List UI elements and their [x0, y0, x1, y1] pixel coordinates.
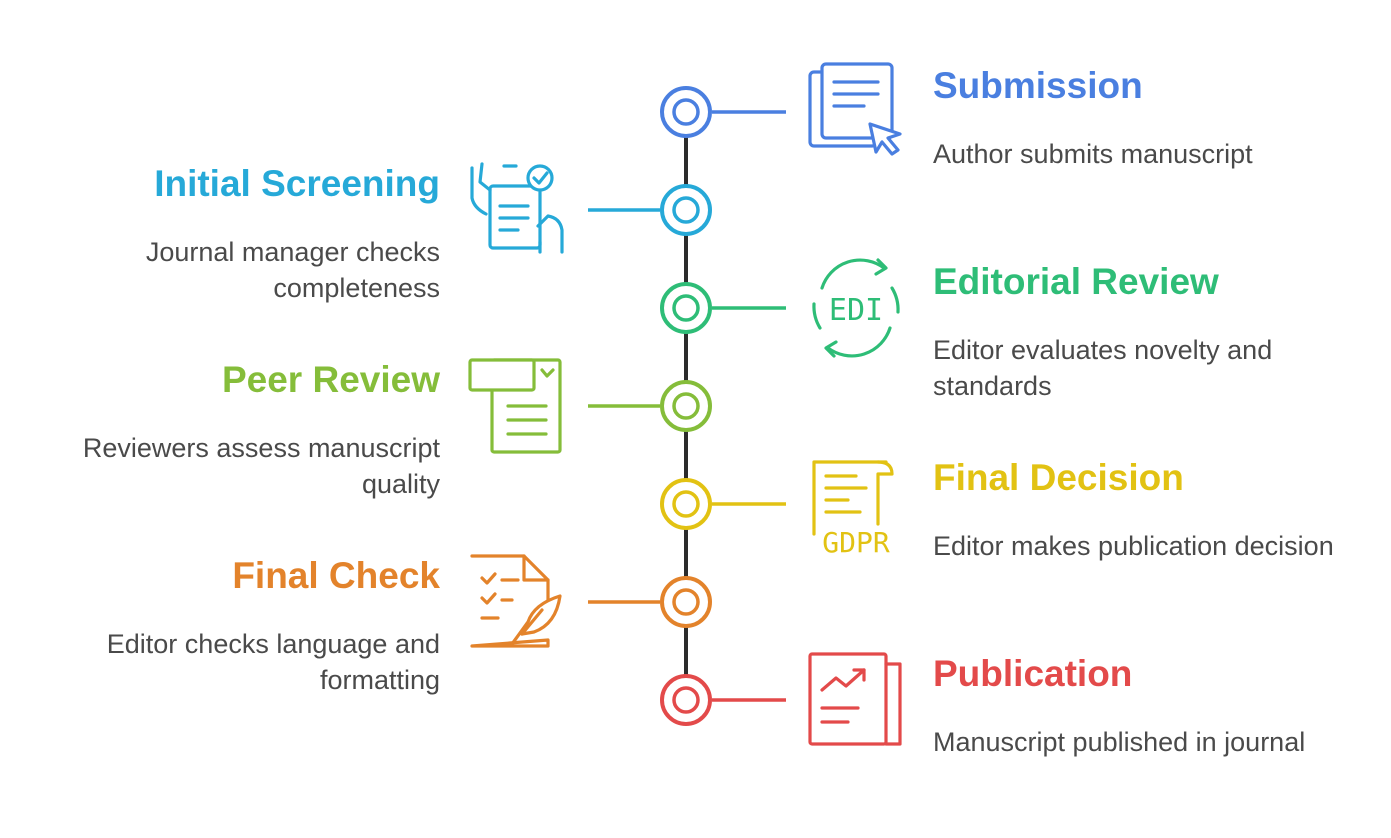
- edi-cycle-icon: EDI: [812, 258, 900, 358]
- step-description: Editor checks language and formatting: [106, 629, 440, 695]
- gdpr-scroll-icon: GDPR: [812, 460, 894, 559]
- timeline-node-4: [660, 478, 712, 530]
- timeline-node-0: [660, 86, 712, 138]
- step-description: Reviewers assess manuscript quality: [82, 433, 440, 499]
- timeline-node-6: [660, 674, 712, 726]
- step-title: Final Check: [232, 555, 440, 596]
- checklist-quill-icon: [470, 554, 562, 648]
- hand-checklist-icon: [470, 162, 564, 254]
- timeline-node-1: [660, 184, 712, 236]
- timeline-node-3: [660, 380, 712, 432]
- chart-scroll-icon: [808, 652, 902, 746]
- svg-text:GDPR: GDPR: [822, 526, 890, 559]
- step-title: Editorial Review: [933, 261, 1219, 302]
- step-title: Publication: [933, 653, 1133, 694]
- svg-text:EDI: EDI: [829, 293, 883, 328]
- step-description: Manuscript published in journal: [933, 727, 1306, 757]
- document-cursor-icon: [808, 62, 902, 156]
- timeline-node-5: [660, 576, 712, 628]
- step-title: Final Decision: [933, 457, 1184, 498]
- step-title: Peer Review: [221, 359, 440, 400]
- step-description: Editor makes publication decision: [933, 531, 1334, 561]
- timeline-node-2: [660, 282, 712, 334]
- step-description: Author submits manuscript: [933, 139, 1253, 169]
- step-title: Initial Screening: [154, 163, 440, 204]
- step-description: Editor evaluates novelty and standards: [933, 335, 1273, 401]
- step-description: Journal manager checks completeness: [145, 237, 440, 303]
- step-title: Submission: [933, 65, 1143, 106]
- form-document-icon: [468, 358, 562, 454]
